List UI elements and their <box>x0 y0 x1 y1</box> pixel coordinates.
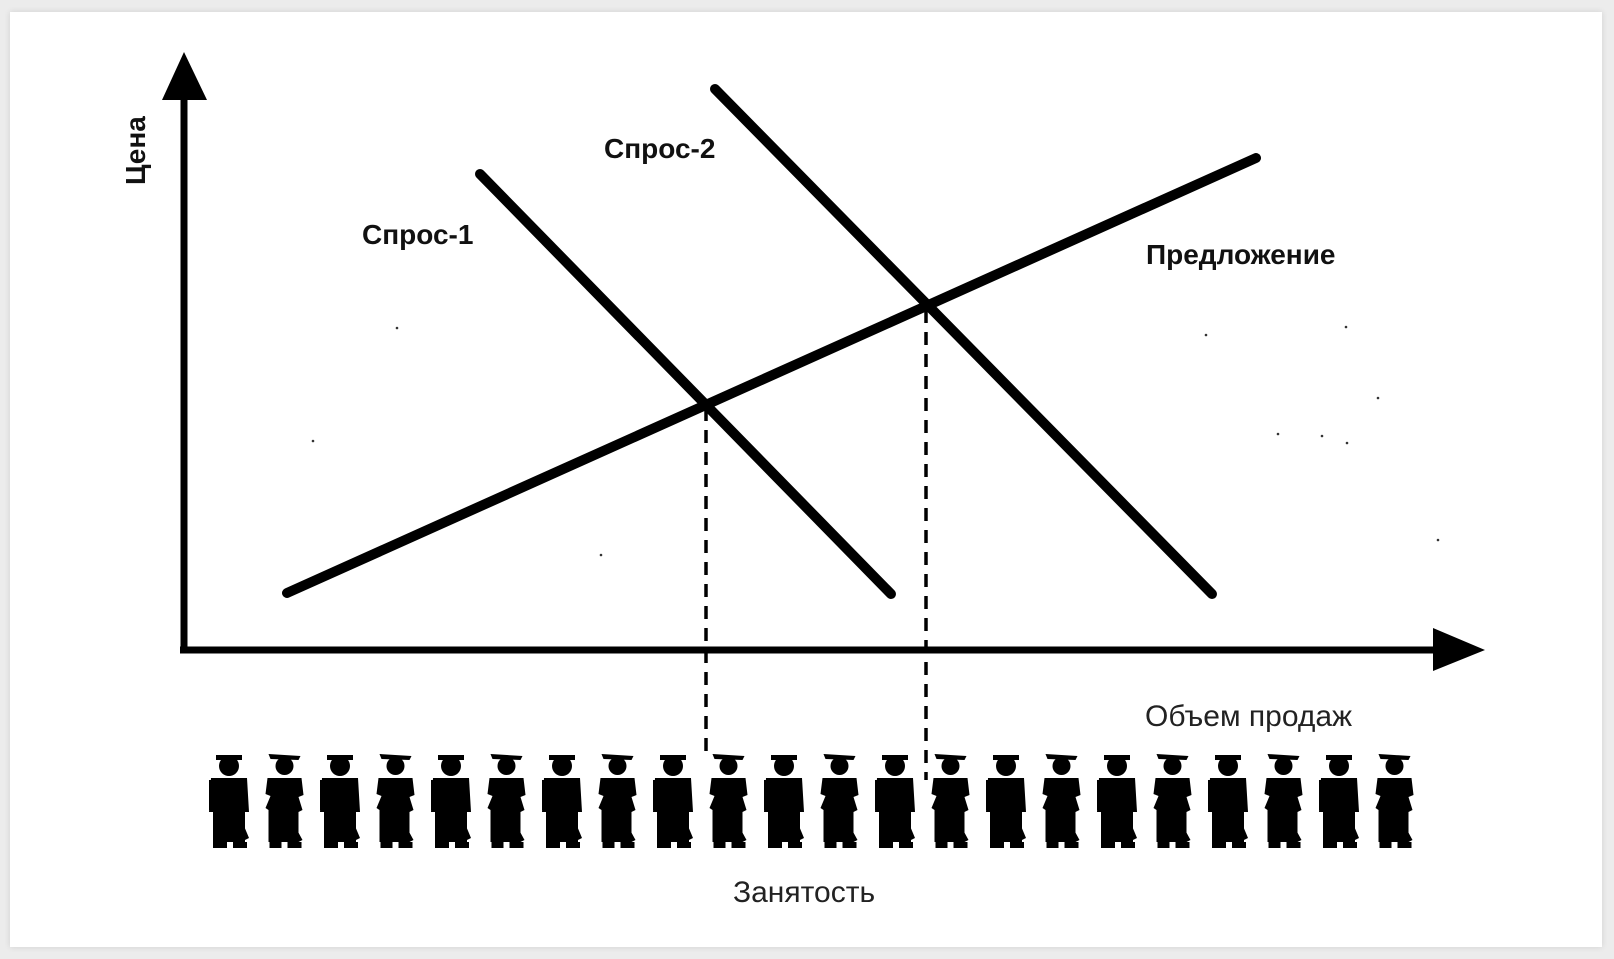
worker-figure-icon <box>986 755 1026 848</box>
worker-figure-icon <box>1208 755 1248 848</box>
worker-figure-icon <box>376 754 415 848</box>
supply-label: Предложение <box>1146 239 1335 270</box>
speck <box>1436 538 1440 542</box>
worker-figure-icon <box>931 754 970 848</box>
worker-figure-icon <box>820 754 859 848</box>
worker-figure-icon <box>431 755 471 848</box>
y-axis-arrowhead <box>162 52 207 100</box>
worker-figure-icon <box>320 755 360 848</box>
employment-label: Занятость <box>733 876 875 909</box>
demand-2-curve <box>710 84 1217 599</box>
worker-figure-icon <box>487 754 526 848</box>
speck <box>599 553 603 557</box>
speck <box>1345 441 1349 445</box>
demand-1-curve <box>475 169 896 599</box>
worker-figure-icon <box>1375 754 1414 848</box>
worker-figure-icon <box>1264 754 1303 848</box>
speck <box>1344 325 1348 329</box>
speck <box>311 439 315 443</box>
speck <box>1320 434 1324 438</box>
scan-specks <box>311 325 1440 557</box>
speck <box>395 326 399 330</box>
speck <box>1276 432 1280 436</box>
supply-curve <box>282 153 1261 598</box>
worker-figure-icon <box>209 755 249 848</box>
workers-row <box>209 754 1414 848</box>
worker-figure-icon <box>1153 754 1192 848</box>
demand-2-label: Спрос-2 <box>604 133 715 164</box>
y-axis-label: Цена <box>120 116 151 185</box>
x-axis-arrowhead <box>1433 628 1485 671</box>
speck <box>1204 333 1208 337</box>
worker-figure-icon <box>265 754 304 848</box>
x-axis-label: Объем продаж <box>1145 700 1352 733</box>
worker-figure-icon <box>875 755 915 848</box>
worker-figure-icon <box>598 754 637 848</box>
worker-figure-icon <box>709 754 748 848</box>
worker-figure-icon <box>1042 754 1081 848</box>
demand-1-label: Спрос-1 <box>362 219 473 250</box>
worker-figure-icon <box>1319 755 1359 848</box>
y-axis <box>162 52 207 650</box>
x-axis <box>180 628 1485 671</box>
worker-figure-icon <box>764 755 804 848</box>
worker-figure-icon <box>542 755 582 848</box>
speck <box>1376 396 1380 400</box>
worker-figure-icon <box>1097 755 1137 848</box>
worker-figure-icon <box>653 755 693 848</box>
